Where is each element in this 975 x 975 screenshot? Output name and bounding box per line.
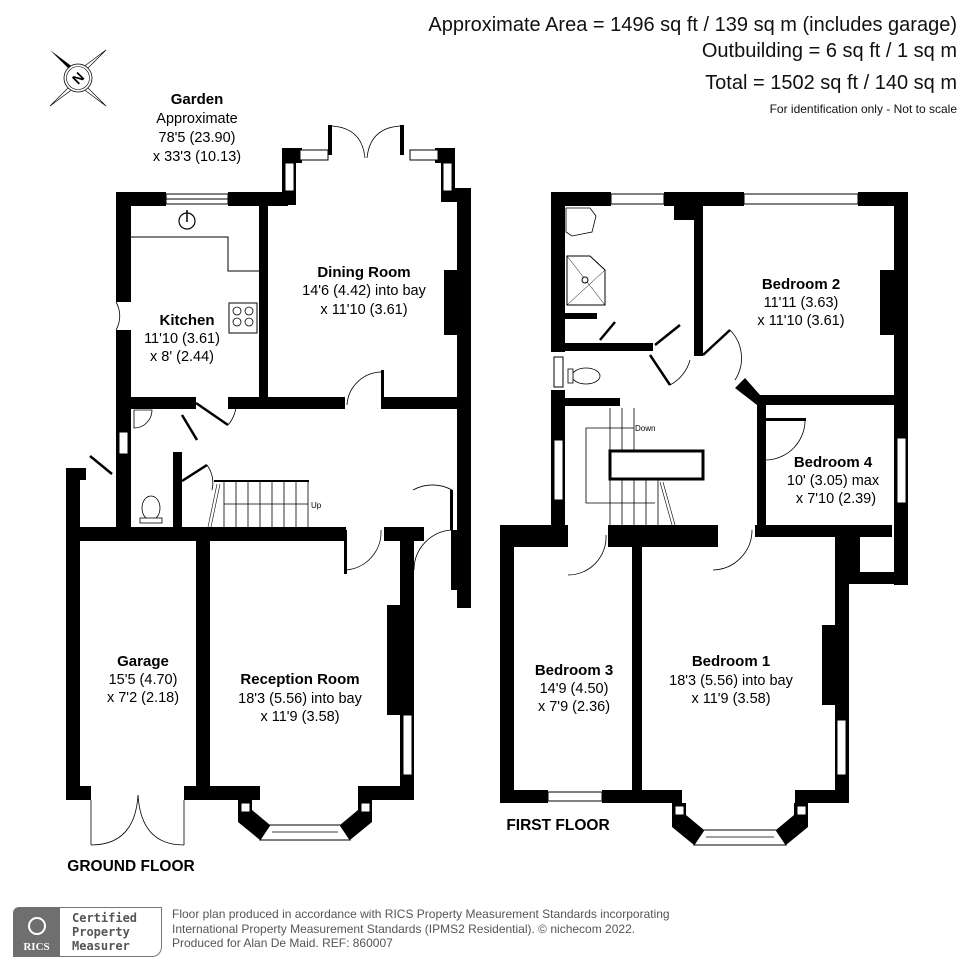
bedroom-3-dim1: 14'9 (4.50) <box>540 681 609 697</box>
rics-logo: RICS <box>13 907 60 957</box>
garage-dim1: 15'5 (4.70) <box>109 672 178 688</box>
first-floor-label: FIRST FLOOR <box>506 817 609 834</box>
footer-text-line-3: Produced for Alan De Maid. REF: 860007 <box>172 936 393 950</box>
footer-text-line-1: Floor plan produced in accordance with R… <box>172 907 670 921</box>
rics-lion-icon <box>27 917 46 935</box>
reception-room-dim1: 18'3 (5.56) into bay <box>238 691 362 707</box>
disclaimer-note: For identification only - Not to scale <box>769 102 957 116</box>
garden-label: Garden Approximate 78'5 (23.90) x 33'3 (… <box>153 91 241 165</box>
bedroom-4-dim2: x 7'10 (2.39) <box>796 491 876 507</box>
bedroom-1-dim2: x 11'9 (3.58) <box>691 691 770 707</box>
kitchen-dim1: 11'10 (3.61) <box>144 331 220 347</box>
reception-room-name: Reception Room <box>240 671 359 688</box>
dining-room-dim2: x 11'10 (3.61) <box>320 302 407 318</box>
footer: RICS Certified Property Measurer Floor p… <box>13 907 670 957</box>
bedroom-1-name: Bedroom 1 <box>692 653 770 670</box>
stairs-up-label: Up <box>311 501 322 510</box>
bedroom-4-name: Bedroom 4 <box>794 454 873 471</box>
garden-line1: Approximate <box>156 111 237 127</box>
garage-name: Garage <box>117 653 169 670</box>
cert-line-1: Certified <box>72 911 138 925</box>
garden-line3: x 33'3 (10.13) <box>153 149 241 165</box>
cert-line-2: Property <box>72 925 130 939</box>
kitchen-name: Kitchen <box>159 312 214 329</box>
first-floor-stairs <box>585 408 705 526</box>
bedroom-3-dim2: x 7'9 (2.36) <box>538 699 610 715</box>
footer-text-line-2: International Property Measurement Stand… <box>172 921 636 936</box>
ground-floor-stairs <box>207 480 309 528</box>
bedroom-4-dim1: 10' (3.05) max <box>787 473 880 489</box>
first-floor-plan: Down <box>500 192 908 846</box>
hob-icon <box>228 302 258 334</box>
compass-rose-icon: N <box>49 49 107 107</box>
outbuilding-area-text: Outbuilding = 6 sq ft / 1 sq m <box>701 40 957 62</box>
certified-property-measurer-badge: Certified Property Measurer <box>60 907 162 957</box>
dining-room-name: Dining Room <box>317 264 410 281</box>
total-area-text: Total = 1502 sq ft / 140 sq m <box>705 72 957 94</box>
garage-dim2: x 7'2 (2.18) <box>107 690 179 706</box>
garden-name: Garden <box>171 91 224 108</box>
cert-line-3: Measurer <box>72 939 130 953</box>
approximate-area-text: Approximate Area = 1496 sq ft / 139 sq m… <box>428 14 957 36</box>
dining-room-dim1: 14'6 (4.42) into bay <box>302 283 426 299</box>
garden-line2: 78'5 (23.90) <box>159 130 236 146</box>
stairs-down-label: Down <box>635 424 655 433</box>
kitchen-dim2: x 8' (2.44) <box>150 349 214 365</box>
ground-floor-label: GROUND FLOOR <box>67 858 194 875</box>
footer-disclaimer: Floor plan produced in accordance with R… <box>172 907 670 951</box>
bedroom-3-name: Bedroom 3 <box>535 662 613 679</box>
rics-logo-text: RICS <box>23 941 50 953</box>
ground-floor-plan: Up <box>66 125 471 846</box>
bedroom-2-name: Bedroom 2 <box>762 276 840 293</box>
reception-room-dim2: x 11'9 (3.58) <box>260 709 339 725</box>
bedroom-2-dim2: x 11'10 (3.61) <box>757 313 844 329</box>
bedroom-1-dim1: 18'3 (5.56) into bay <box>669 673 793 689</box>
bedroom-2-dim1: 11'11 (3.63) <box>764 295 839 311</box>
area-summary: Approximate Area = 1496 sq ft / 139 sq m… <box>428 12 957 116</box>
